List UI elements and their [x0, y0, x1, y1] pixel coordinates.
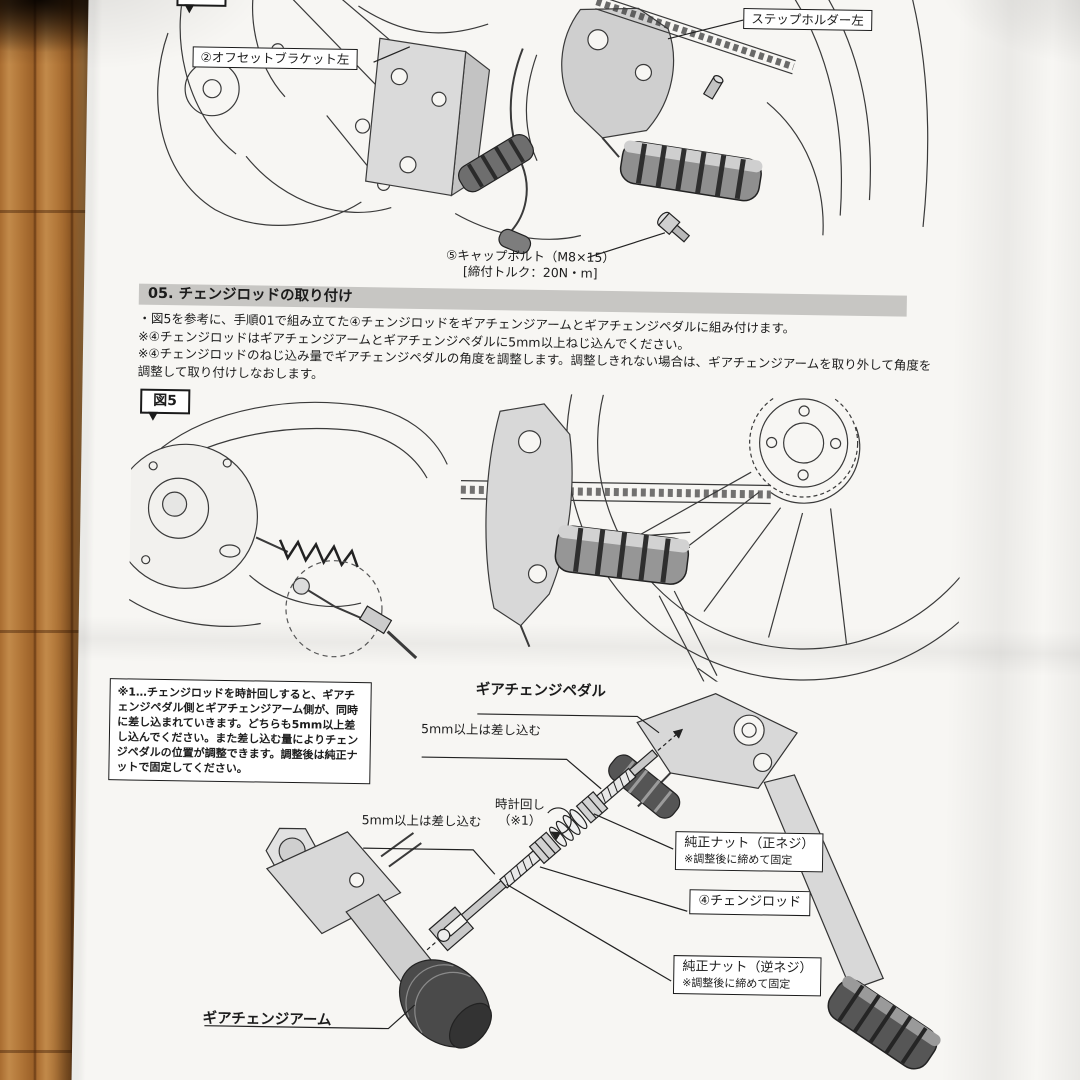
detail-gear-change-arm	[263, 828, 510, 1066]
nut-normal-note: ※調整後に締めて固定	[683, 852, 793, 867]
fig4-cap-bolt	[655, 210, 692, 245]
section05-body: ・図5を参考に、手順01で組み立てた④チェンジロッドをギアチェンジアームとギアチ…	[138, 310, 935, 392]
detail-illustration	[92, 680, 941, 1080]
box-nut-reverse: 純正ナット（逆ネジ） ※調整後に締めて固定	[672, 955, 822, 997]
label-gear-change-pedal: ギアチェンジペダル	[475, 681, 607, 700]
note-box: ※1…チェンジロッドを時計回しすると、ギアチェンジペダル側とギアチェンジアーム側…	[108, 678, 372, 785]
figure4-illustration	[124, 0, 959, 287]
detail-leader-lines	[204, 710, 690, 1034]
fig5-footpeg	[554, 525, 690, 586]
nut-reverse-note: ※調整後に締めて固定	[682, 976, 791, 991]
fig5-sprocket	[749, 388, 859, 498]
nut-reverse-name: 純正ナット（逆ネジ）	[682, 959, 813, 977]
detail-pedal	[600, 692, 941, 1075]
fig4-chain	[594, 0, 796, 74]
fig5-linkage	[254, 537, 418, 658]
clockwise-ref: （※1）	[497, 811, 542, 828]
cap-bolt-name: ⑤キャップボルト（M8×15）	[445, 247, 616, 266]
fig4-shift-lever	[453, 48, 539, 257]
clockwise-arrow-icon	[547, 808, 571, 841]
label-gear-change-arm: ギアチェンジアーム	[202, 1010, 332, 1029]
label-insert-5mm-bottom: 5mm以上は差し込む	[361, 812, 482, 830]
fig4-leader-lines	[371, 14, 744, 260]
fig4-footpeg	[618, 140, 763, 203]
fig5-step-holder	[484, 403, 573, 647]
fig4-tag-label: 図4	[189, 0, 213, 2]
fig4-tag: 図4	[176, 0, 227, 7]
clockwise-text: 時計回し	[494, 796, 546, 813]
fig5-tag: 図5	[140, 388, 191, 415]
fig4-engine	[155, 0, 584, 240]
nut-normal-name: 純正ナット（正ネジ）	[684, 835, 815, 853]
fig5-tag-label: 図5	[153, 392, 178, 410]
paper-sheet: 図4 ステップホルダー左 ②オフセットブラケット左 ⑤キャップボルト（M8×15…	[71, 0, 1080, 1080]
label-offset-bracket-left: ②オフセットブラケット左	[192, 46, 358, 70]
label-insert-5mm-top: 5mm以上は差し込む	[420, 721, 542, 738]
box-change-rod: ④チェンジロッド	[689, 889, 811, 917]
cap-bolt-torque: [締付トルク：20N・m]	[462, 263, 598, 281]
fig4-step-holder	[560, 7, 674, 158]
label-cap-bolt: ⑤キャップボルト（M8×15） [締付トルク：20N・m]	[396, 247, 664, 282]
label-clockwise: 時計回し （※1）	[480, 796, 560, 829]
fig5-engine-cover	[127, 443, 259, 589]
fig4-wheel	[765, 0, 930, 237]
label-step-holder-left: ステップホルダー左	[743, 8, 872, 32]
fig4-bolt-upper	[704, 74, 724, 99]
box-nut-normal: 純正ナット（正ネジ） ※調整後に締めて固定	[674, 831, 824, 873]
fig4-offset-bracket	[365, 38, 489, 196]
figure5-illustration	[127, 387, 962, 685]
